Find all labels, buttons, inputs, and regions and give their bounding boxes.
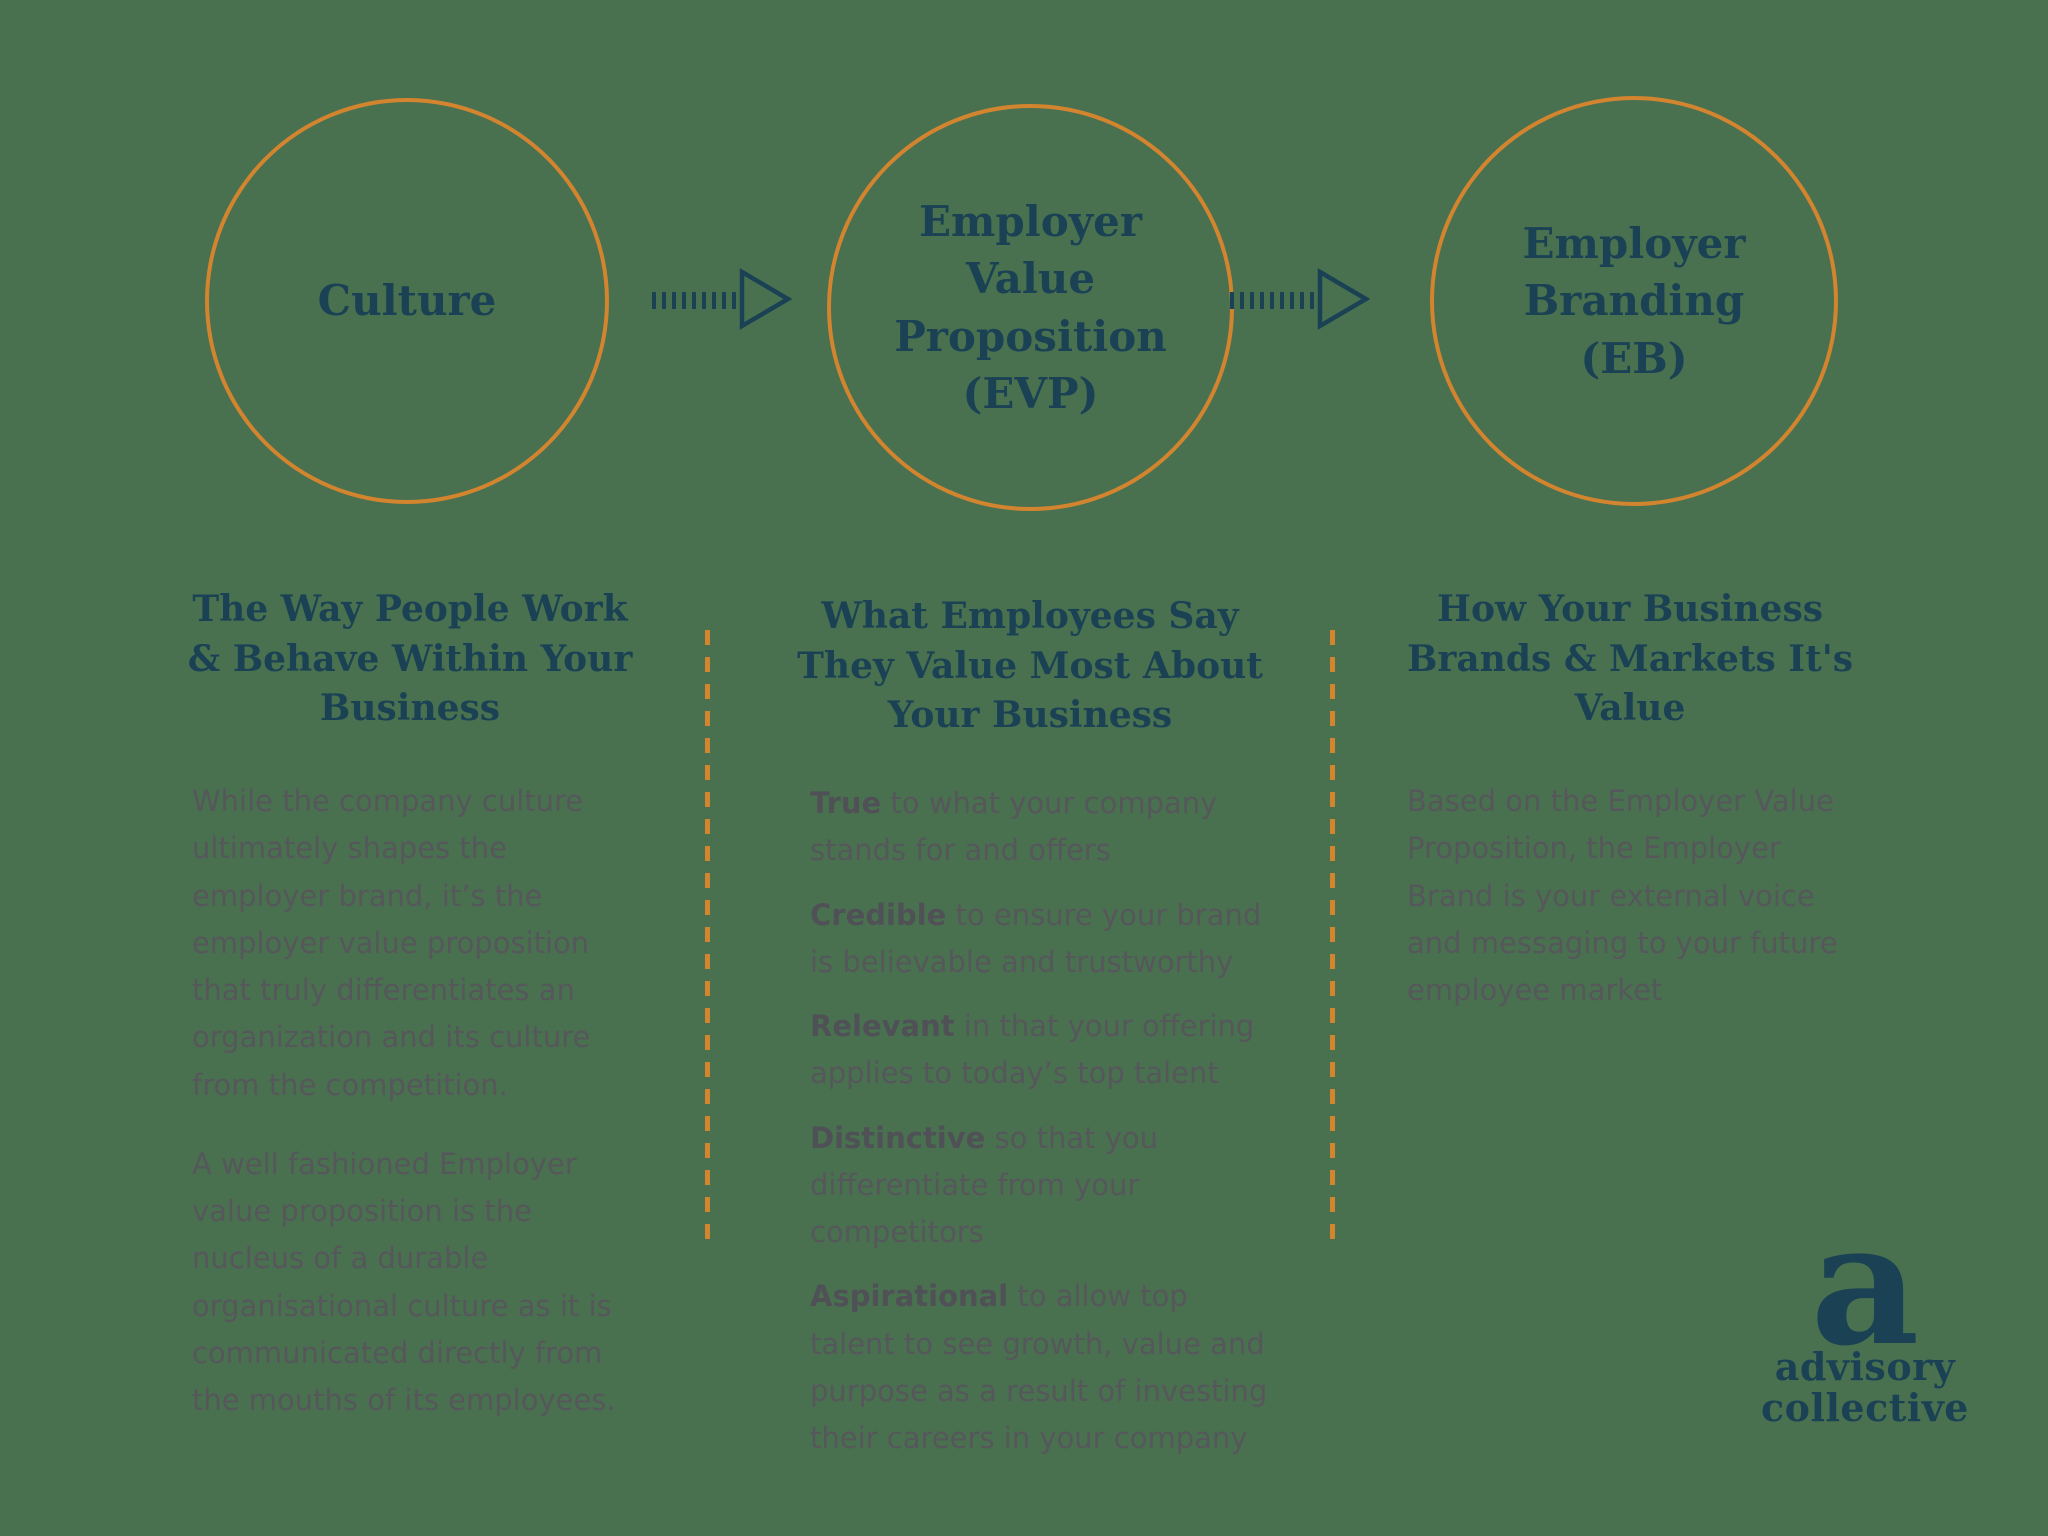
eb-circle: Employer Branding (EB) — [1430, 96, 1838, 506]
evp-attribute-rest: to ensure your brand is believable and t… — [810, 897, 1262, 979]
eb-circle-line: Branding — [1523, 276, 1745, 326]
evp-attribute-lead: Credible — [810, 897, 947, 932]
evp-attribute-rest: to what your company stands for and offe… — [810, 786, 1218, 868]
heading-line: The Way People Work — [192, 588, 628, 630]
evp-attribute-lead: Relevant — [810, 1009, 955, 1044]
culture-column-heading: The Way People Work & Behave Within Your… — [150, 585, 670, 734]
culture-column-body: While the company culture ultimately sha… — [192, 778, 644, 1456]
evp-attribute-rest: in that your offering applies to today’s… — [810, 1009, 1255, 1091]
advisory-collective-logo: a advisory collective — [1700, 1185, 2030, 1431]
arrow-dashes — [652, 291, 738, 309]
evp-attribute-lead: True — [810, 786, 882, 820]
arrow-dashes — [1230, 291, 1316, 309]
culture-circle-label: Culture — [318, 272, 497, 329]
heading-line: Your Business — [887, 694, 1173, 737]
eb-circle-label: Employer Branding (EB) — [1522, 215, 1745, 386]
heading-line: & Behave Within Your — [187, 637, 633, 680]
logo-wordmark-line1: advisory — [1774, 1344, 1956, 1389]
arrow-triangle-icon — [739, 268, 792, 330]
evp-attribute-item: True to what your company stands for and… — [810, 780, 1275, 875]
heading-line: Value — [1574, 687, 1686, 730]
eb-column-heading: How Your Business Brands & Markets It's … — [1370, 585, 1890, 734]
culture-paragraph: While the company culture ultimately sha… — [192, 784, 591, 1102]
evp-attribute-lead: Distinctive — [810, 1120, 986, 1155]
evp-attribute-lead: Aspirational — [810, 1279, 1009, 1314]
evp-circle: Employer Value Proposition (EVP) — [827, 104, 1234, 511]
eb-circle-line: (EB) — [1580, 333, 1688, 383]
heading-line: How Your Business — [1437, 588, 1823, 630]
evp-attribute-item: Credible to ensure your brand is believa… — [810, 892, 1275, 987]
culture-paragraph: A well fashioned Employer value proposit… — [192, 1146, 616, 1418]
evp-column-heading: What Employees Say They Value Most About… — [770, 592, 1290, 741]
evp-circle-line: Value — [965, 254, 1096, 304]
eb-column-body: Based on the Employer Value Proposition,… — [1407, 778, 1862, 1046]
heading-line: What Employees Say — [821, 595, 1239, 637]
evp-circle-line: (EVP) — [962, 368, 1099, 418]
evp-circle-label: Employer Value Proposition (EVP) — [894, 193, 1167, 421]
culture-circle: Culture — [205, 98, 609, 504]
eb-circle-line: Employer — [1522, 219, 1746, 269]
evp-circle-line: Proposition — [894, 311, 1167, 361]
evp-circle-line: Employer — [918, 197, 1143, 247]
column-divider — [1330, 630, 1335, 1248]
evp-column-body: True to what your company stands for and… — [810, 780, 1275, 1479]
heading-line: Business — [319, 687, 501, 730]
evp-attribute-rest: to allow top talent to see growth, value… — [810, 1279, 1268, 1456]
eb-paragraph: Based on the Employer Value Proposition,… — [1407, 784, 1838, 1008]
arrow-triangle-icon — [1317, 268, 1370, 330]
heading-line: Brands & Markets It's — [1406, 637, 1854, 680]
evp-attribute-item: Distinctive so that you differentiate fr… — [810, 1115, 1275, 1257]
logo-wordmark-line2: collective — [1761, 1385, 1969, 1431]
evp-attribute-rest: so that you differentiate from your comp… — [810, 1120, 1158, 1250]
evp-attribute-item: Aspirational to allow top talent to see … — [810, 1273, 1275, 1462]
logo-a-mark-icon: a — [1810, 1185, 1920, 1383]
evp-attribute-item: Relevant in that your offering applies t… — [810, 1003, 1275, 1098]
column-divider — [705, 630, 710, 1248]
flow-arrow-icon — [1230, 268, 1370, 330]
flow-arrow-icon — [652, 268, 792, 330]
culture-circle-line: Culture — [317, 276, 497, 326]
heading-line: They Value Most About — [797, 644, 1263, 687]
